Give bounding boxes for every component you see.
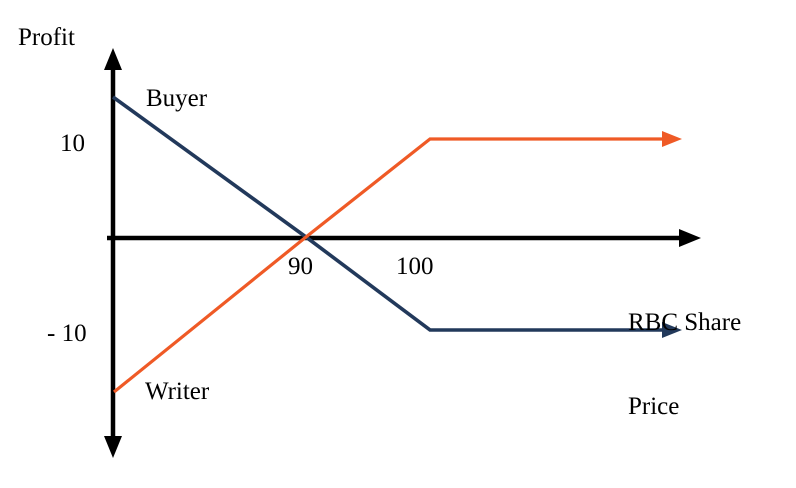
- x-axis-title: RBC Share Price: [628, 253, 741, 477]
- x-axis-title-line-2: Price: [628, 393, 680, 420]
- x-axis-arrow-right: [679, 229, 701, 247]
- y-axis-tick-label-minus-10: - 10: [47, 320, 87, 347]
- x-axis-title-line-1: RBC Share: [628, 309, 742, 336]
- series-arrow-writer: [662, 131, 682, 147]
- series-line-buyer: [111, 95, 682, 338]
- series-arrow-buyer: [662, 322, 682, 338]
- y-axis: [104, 48, 122, 458]
- y-axis-title: Profit: [18, 24, 75, 51]
- x-axis-tick-label-90: 90: [288, 253, 313, 280]
- series-line-writer: [112, 131, 682, 394]
- y-axis-tick-label-10: 10: [60, 130, 85, 157]
- x-axis: [107, 229, 701, 247]
- y-axis-arrow-up: [104, 48, 122, 70]
- x-axis-tick-label-100: 100: [396, 253, 434, 280]
- y-axis-arrow-down: [104, 436, 122, 458]
- series-label-buyer: Buyer: [146, 85, 208, 112]
- series-label-writer: Writer: [145, 378, 210, 405]
